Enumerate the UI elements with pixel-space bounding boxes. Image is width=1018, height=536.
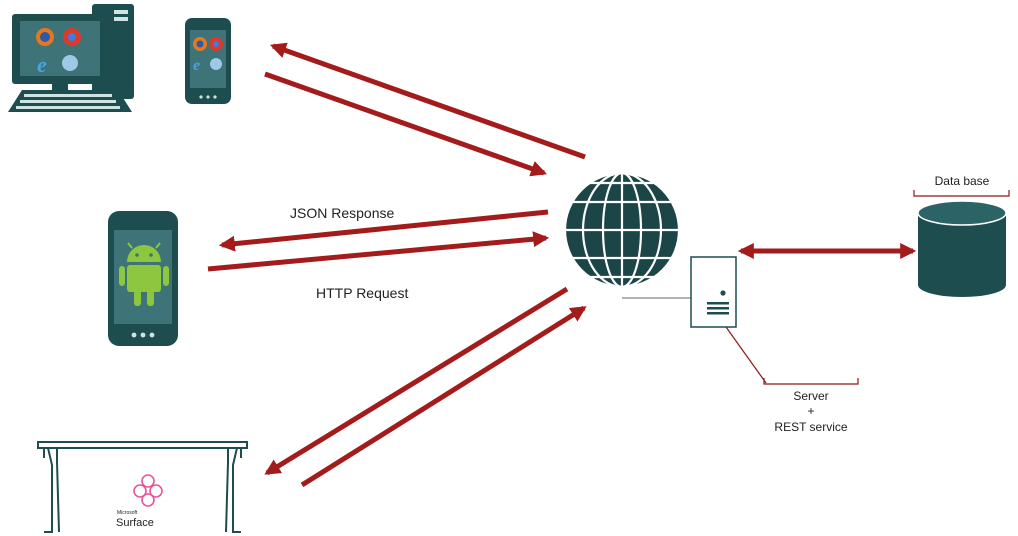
smartphone-icon: e — [185, 18, 231, 104]
arrow-request-bottom — [300, 305, 587, 488]
arrow-response-top — [269, 42, 586, 160]
json-response-label: JSON Response — [290, 205, 394, 221]
database-label: Data base — [935, 174, 990, 188]
svg-text:e: e — [193, 57, 200, 74]
surface-brand: Surface — [116, 517, 154, 529]
arrow-request-top — [264, 71, 548, 177]
surface-brand-small: Microsoft — [117, 510, 138, 516]
server-label-line2: + — [807, 404, 814, 418]
arrow-response-bottom — [264, 286, 569, 476]
arrows — [207, 42, 917, 488]
arrow-http-request — [207, 231, 550, 272]
svg-text:e: e — [37, 52, 47, 77]
desktop-computer-icon: e — [8, 4, 134, 112]
server-label-line3: REST service — [774, 420, 847, 434]
arrow-json-response — [218, 209, 549, 252]
database-icon — [913, 190, 1010, 297]
globe-icon — [563, 171, 681, 289]
http-request-label: HTTP Request — [316, 285, 408, 301]
server-label-line1: Server — [793, 389, 828, 403]
server-icon — [622, 256, 859, 385]
android-phone-icon — [108, 211, 178, 346]
surface-logo-icon — [133, 474, 163, 507]
surface-table-icon: Microsoft Surface — [37, 441, 248, 533]
